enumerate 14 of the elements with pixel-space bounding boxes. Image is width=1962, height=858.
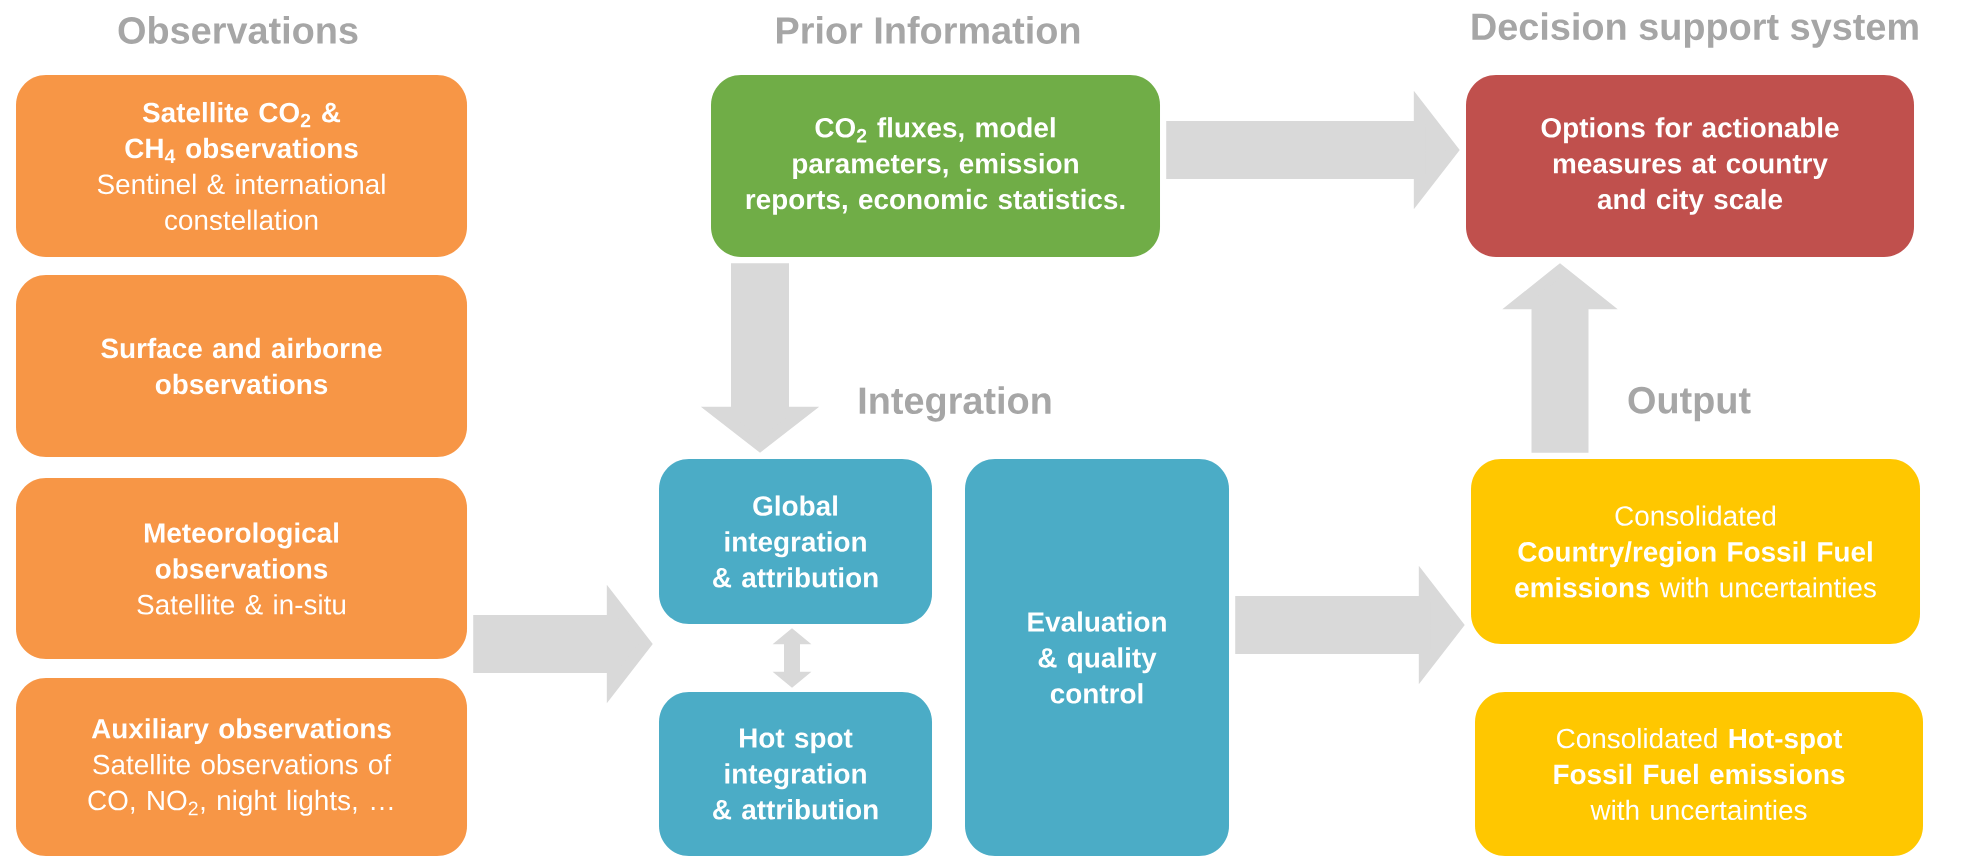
section-heading: Integration	[859, 386, 1051, 422]
process-box: Evaluation & quality control	[965, 459, 1229, 856]
output-box: Consolidated Country/region Fossil Fuel emissions with uncertainties	[1471, 459, 1920, 644]
block-arrow	[772, 628, 812, 688]
output-box: Consolidated Hot-spot Fossil Fuel emissions with uncertainties	[1475, 692, 1923, 856]
information-box: CO$_{2}$ fluxes, model parameters, emission reports, economic statistics.	[711, 75, 1160, 257]
observation-box: Surface and airborne observations	[16, 275, 467, 457]
decision-box: Options for actionable measures at country and city scale	[1466, 75, 1914, 257]
observation-box: Satellite CO$_{2}$ & CH$_{4}$ observations Sentinel & international constellation	[16, 75, 467, 257]
observation-box: Meteorological observations Satellite & in-situ	[16, 478, 467, 659]
observation-box: Auxiliary observations Satellite observations of CO, NO$_{2}$, night lights, …	[16, 678, 467, 856]
process-box: Global integration & attribution	[659, 459, 932, 624]
process-box: Hot spot integration & attribution	[659, 692, 932, 856]
section-heading: Output	[1628, 386, 1751, 422]
